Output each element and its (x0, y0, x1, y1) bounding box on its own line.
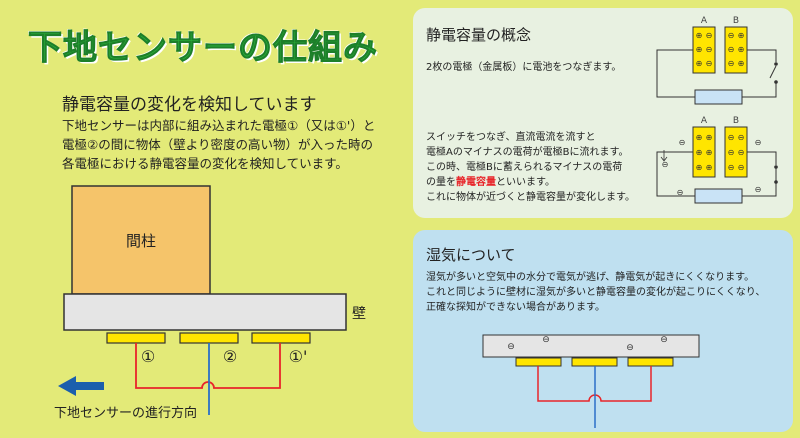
main-title: 下地センサーの仕組み (28, 28, 378, 69)
direction-arrow-icon (58, 376, 104, 396)
svg-text:⊖: ⊖ (728, 31, 735, 40)
plate-a-label: A (701, 16, 708, 26)
humidity-line: 正確な探知ができない場合があります。 (426, 302, 605, 313)
svg-text:⊖: ⊖ (728, 133, 735, 142)
svg-text:⊖: ⊖ (706, 31, 713, 40)
description-line: 各電極における静電容量の変化を検知しています。 (62, 156, 348, 171)
direction-label: 下地センサーの進行方向 (54, 406, 198, 421)
svg-text:⊕: ⊕ (696, 163, 703, 172)
svg-text:⊕: ⊕ (696, 45, 703, 54)
humidity-line: これと同じように壁材に湿気が多いと静電容量の変化が起こりにくくなり、 (426, 287, 766, 298)
svg-text:⊖: ⊖ (542, 335, 550, 345)
concept-line: この時、電極Bに蓄えられるマイナスの電荷 (426, 162, 623, 173)
svg-text:⊖: ⊖ (507, 342, 515, 352)
electrode-1prime (251, 332, 311, 344)
svg-text:⊕: ⊕ (706, 133, 713, 142)
svg-text:⊕: ⊕ (706, 163, 713, 172)
humidity-line: 湿気が多いと空気中の水分で電気が逃げ、静電気が起きにくくなります。 (426, 272, 755, 283)
svg-text:⊕: ⊕ (696, 31, 703, 40)
svg-text:⊕: ⊕ (696, 148, 703, 157)
svg-text:⊕: ⊕ (706, 148, 713, 157)
sensor-diagram: 間柱 壁 ① ② ①' (58, 185, 366, 415)
plate-b-label: B (733, 16, 739, 26)
description: 下地センサーは内部に組み込まれた電極①（又は①'）と 電極②の間に物体（壁より密… (62, 116, 397, 173)
svg-text:⊖: ⊖ (728, 163, 735, 172)
humidity-electrode-3 (627, 357, 674, 367)
concept-line: これに物体が近づくと静電容量が変化します。 (426, 192, 635, 203)
concept-text-1: 2枚の電極（金属板）に電池をつなぎます。 (426, 62, 622, 73)
svg-text:⊖: ⊖ (660, 335, 668, 345)
svg-text:⊖: ⊖ (728, 148, 735, 157)
svg-text:⊕: ⊕ (738, 59, 745, 68)
svg-text:⊖: ⊖ (728, 45, 735, 54)
svg-text:A: A (701, 116, 708, 126)
humidity-text: 湿気が多いと空気中の水分で電気が逃げ、静電気が起きにくくなります。 これと同じよ… (426, 270, 765, 315)
wall-label: 壁 (352, 306, 366, 322)
plate-charges: ⊕⊖ ⊕⊖ ⊕⊖ ⊖⊕ ⊖⊕ ⊖⊕ (696, 31, 745, 68)
svg-text:⊖: ⊖ (706, 59, 713, 68)
svg-text:⊖: ⊖ (738, 148, 745, 157)
concept-text-block: スイッチをつなぎ、直流電流を流すと 電極Aのマイナスの電荷が電極Bに流れます。 … (426, 130, 635, 205)
current-arrow-icon (660, 150, 668, 162)
capacitance-term: 静電容量 (456, 177, 496, 188)
svg-text:⊖: ⊖ (626, 343, 634, 353)
humidity-title: 湿気について (426, 246, 516, 264)
svg-text:⊖: ⊖ (755, 185, 762, 194)
electrode-1prime-label: ①' (289, 347, 308, 366)
svg-text:⊖: ⊖ (728, 59, 735, 68)
svg-text:⊕: ⊕ (738, 45, 745, 54)
humidity-electrode-1 (515, 357, 562, 367)
svg-text:⊖: ⊖ (662, 160, 669, 169)
humidity-electrode-2 (571, 357, 618, 367)
svg-text:⊕: ⊕ (696, 133, 703, 142)
concept-line-capacitance: の量を静電容量といいます。 (426, 177, 555, 188)
svg-text:⊖: ⊖ (755, 138, 762, 147)
battery-1 (694, 89, 743, 105)
humidity-panel (413, 230, 793, 432)
wet-wall (482, 334, 700, 358)
concept-line: スイッチをつなぎ、直流電流を流すと (426, 132, 596, 143)
svg-text:⊕: ⊕ (696, 59, 703, 68)
description-line: 下地センサーは内部に組み込まれた電極①（又は①'）と (62, 118, 376, 133)
svg-text:⊕: ⊕ (738, 31, 745, 40)
battery-2 (694, 188, 743, 204)
electrode-1-label: ① (141, 347, 155, 366)
electrode-2-label: ② (223, 347, 237, 366)
concept-title: 静電容量の概念 (426, 26, 532, 44)
svg-text:⊖: ⊖ (738, 133, 745, 142)
leaked-charges: ⊖ ⊖ ⊖ ⊖ (507, 335, 668, 353)
wall (63, 293, 347, 331)
subtitle: 静電容量の変化を検知しています (62, 95, 317, 115)
svg-text:⊖: ⊖ (706, 45, 713, 54)
description-line: 電極②の間に物体（壁より密度の高い物）が入った時の (62, 137, 373, 152)
red-wire (135, 343, 281, 389)
svg-text:⊖: ⊖ (738, 163, 745, 172)
svg-text:⊖: ⊖ (679, 138, 686, 147)
svg-text:B: B (733, 116, 739, 126)
svg-text:⊖: ⊖ (677, 188, 684, 197)
concept-line: 電極Aのマイナスの電荷が電極Bに流れます。 (426, 147, 629, 158)
pillar-label: 間柱 (126, 232, 156, 250)
